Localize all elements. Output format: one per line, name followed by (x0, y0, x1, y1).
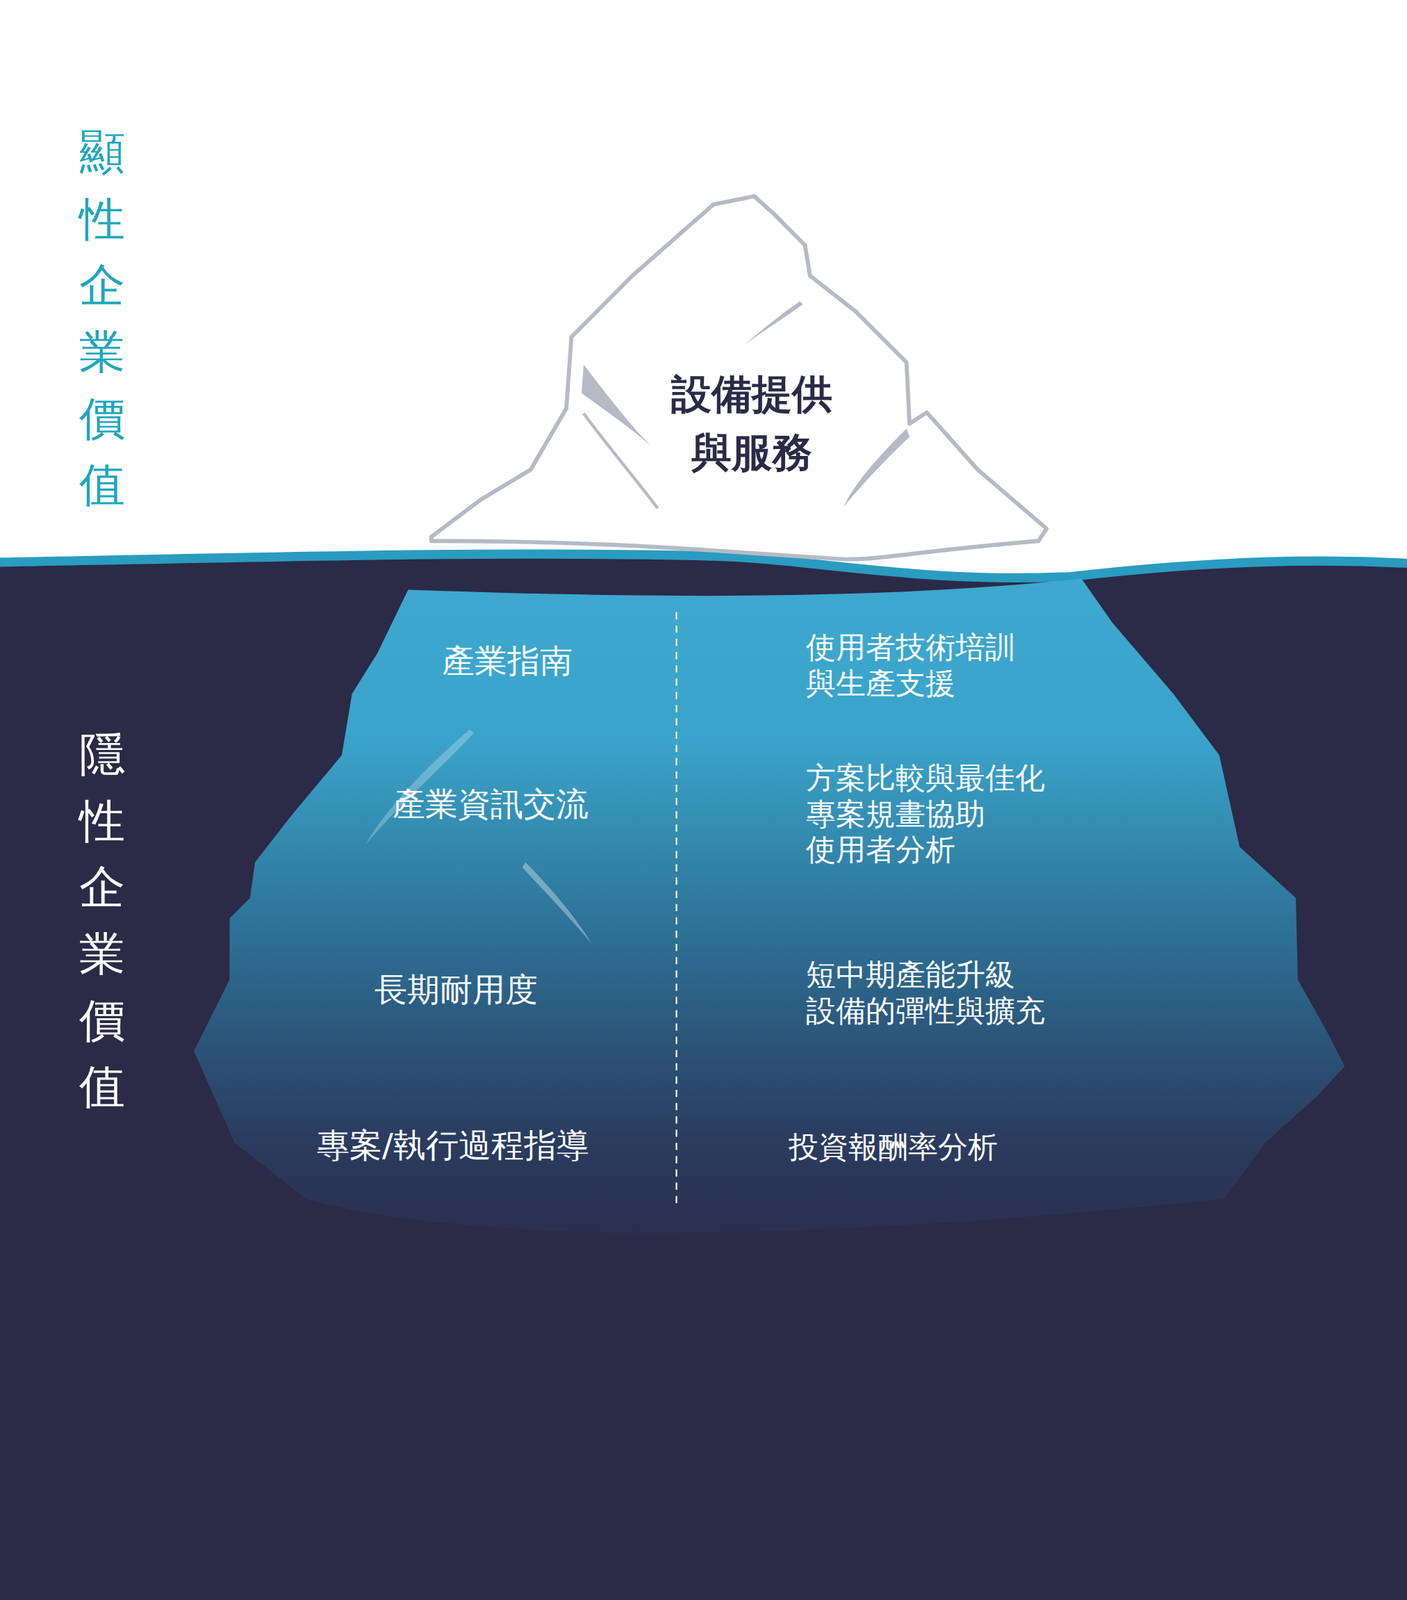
divider-dashed (675, 612, 677, 1205)
value-item: 使用者技術培訓 與生產支援 (805, 629, 1061, 702)
vertical-heading: 隱性企業價值 (79, 721, 126, 1121)
node-text: 設備提供 與服務 (664, 364, 838, 482)
vertical-heading: 顯性企業價值 (79, 119, 126, 519)
value-item: 產業資訊交流 (392, 782, 589, 827)
value-item: 短中期產能升級 設備的彈性與擴充 (805, 956, 1061, 1029)
value-item: 方案比較與最佳化 專案規畫協助 使用者分析 (805, 760, 1061, 868)
ice-glint (522, 862, 592, 944)
value-item: 長期耐用度 (374, 967, 538, 1012)
deep-water (0, 553, 1407, 1600)
value-item: 投資報酬率分析 (788, 1129, 1043, 1166)
underwater-iceberg (193, 578, 1345, 1232)
value-item: 產業指南 (441, 639, 573, 684)
water-line (0, 553, 1407, 578)
value-item: 專案/執行過程指導 (316, 1123, 590, 1168)
iceberg-tip: 設備提供 與服務 (425, 188, 1055, 565)
